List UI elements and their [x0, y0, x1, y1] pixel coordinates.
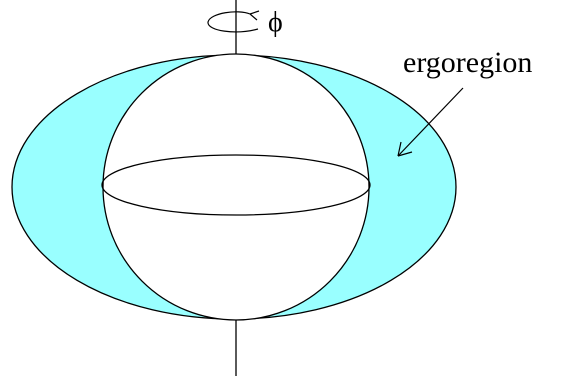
equator-ellipse [101, 154, 371, 216]
ergoregion-label: ergoregion [403, 46, 532, 79]
horizon-sphere [102, 53, 370, 321]
pointer-arrow-icon [397, 87, 464, 157]
rotation-arrow-icon [207, 10, 260, 33]
angle-phi-label: ϕ [268, 7, 283, 38]
